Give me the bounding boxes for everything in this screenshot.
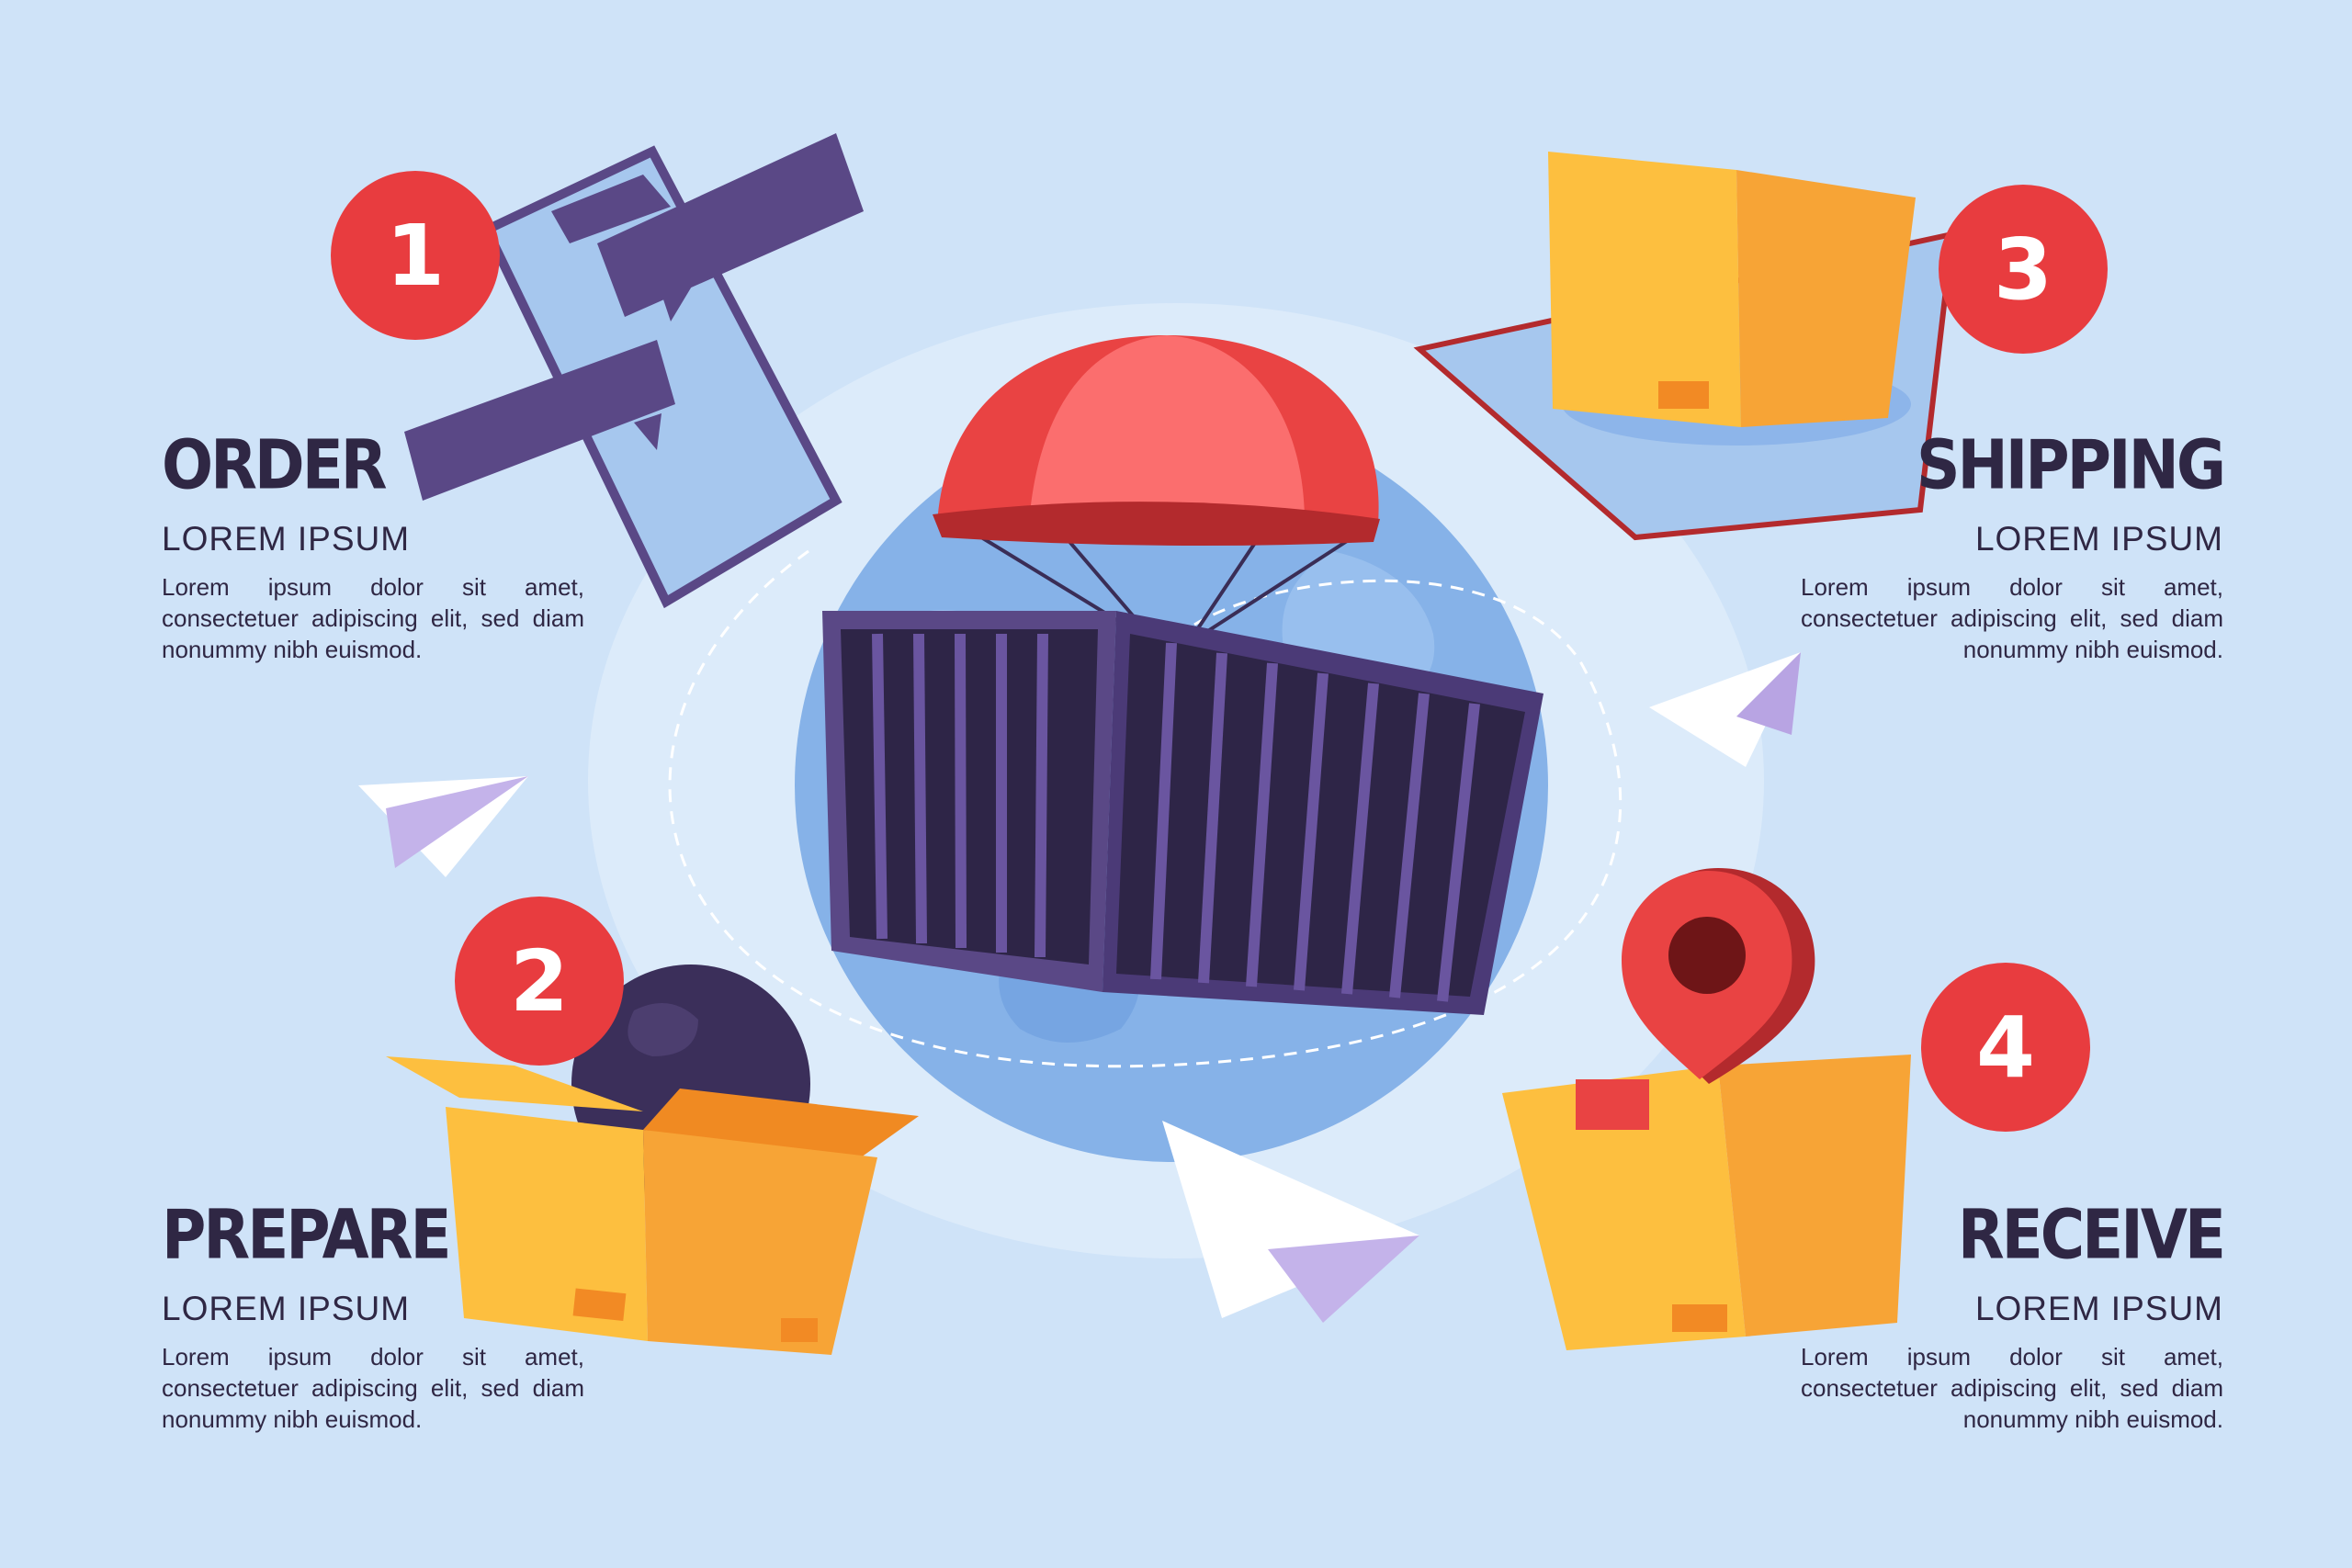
paper-plane-icon	[1649, 652, 1801, 767]
paper-plane-icon	[1162, 1121, 1419, 1323]
step-title: RECEIVE	[1957, 1195, 2226, 1275]
step-2-badge: 2	[455, 897, 624, 1066]
cardboard-box-icon	[1548, 152, 1916, 427]
location-pin-icon	[1622, 868, 1815, 1084]
step-3-number: 3	[1994, 220, 2052, 319]
paper-plane-icon	[358, 776, 528, 877]
step-subtitle: LOREM IPSUM	[1974, 520, 2223, 558]
step-1-number: 1	[386, 207, 445, 305]
step-description: Lorem ipsum dolor sit amet, consectetuer…	[162, 573, 584, 663]
step-subtitle: LOREM IPSUM	[1974, 1290, 2223, 1327]
cargo-container-icon	[822, 611, 1544, 1015]
step-receive: RECEIVE LOREM IPSUM Lorem ipsum dolor si…	[1801, 1201, 2226, 1435]
step-3-badge: 3	[1939, 185, 2108, 354]
step-title: PREPARE	[162, 1195, 452, 1275]
step-2-number: 2	[510, 932, 569, 1031]
chat-bubble-icon	[404, 133, 864, 501]
step-4-number: 4	[1976, 998, 2035, 1097]
step-title: ORDER	[162, 425, 388, 505]
step-prepare: PREPARE LOREM IPSUM Lorem ipsum dolor si…	[162, 1201, 584, 1435]
step-title: SHIPPING	[1916, 425, 2226, 505]
cardboard-box-icon	[1502, 1055, 1911, 1350]
cardboard-box-icon	[386, 964, 919, 1355]
step-description: Lorem ipsum dolor sit amet, consectetuer…	[1801, 1343, 2223, 1433]
step-shipping: SHIPPING LOREM IPSUM Lorem ipsum dolor s…	[1801, 432, 2226, 665]
step-subtitle: LOREM IPSUM	[162, 520, 411, 558]
step-description: Lorem ipsum dolor sit amet, consectetuer…	[162, 1343, 584, 1433]
step-1-badge: 1	[331, 171, 500, 340]
step-4-badge: 4	[1921, 963, 2090, 1132]
step-order: ORDER LOREM IPSUM Lorem ipsum dolor sit …	[162, 432, 584, 665]
step-description: Lorem ipsum dolor sit amet, consectetuer…	[1801, 573, 2223, 663]
step-subtitle: LOREM IPSUM	[162, 1290, 411, 1327]
